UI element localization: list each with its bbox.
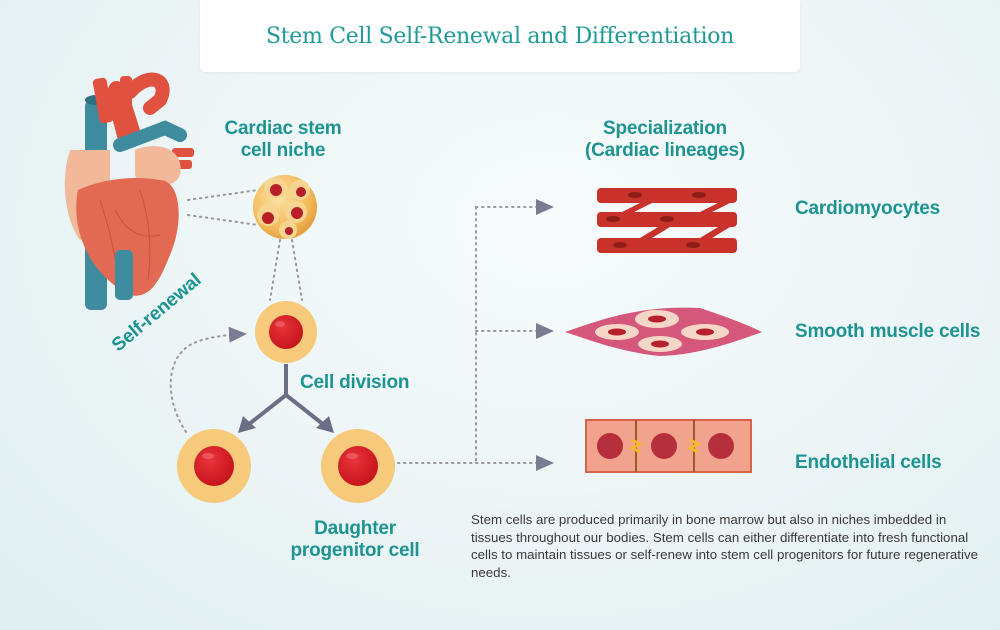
daughter-label-line1: Daughter: [314, 518, 396, 539]
smooth-muscle-cells-icon: [565, 307, 762, 356]
description-text: Stem cells are produced primarily in bon…: [471, 512, 978, 580]
niche-label-line2: cell niche: [240, 140, 326, 161]
daughter-progenitor-label: Daughter progenitor cell: [270, 518, 440, 562]
specialization-line2: (Cardiac lineages): [584, 140, 746, 161]
daughter-cell-left-icon: [177, 429, 251, 503]
cell-division-arrows: [238, 364, 334, 433]
stem-cell-icon: [255, 301, 317, 363]
specialization-label: Specialization (Cardiac lineages): [570, 118, 760, 162]
connector-line: [187, 214, 259, 226]
smooth-muscle-label: Smooth muscle cells: [795, 321, 981, 342]
title-banner: Stem Cell Self-Renewal and Differentiati…: [200, 0, 800, 72]
daughter-cell-right-icon: [321, 429, 395, 503]
stem-cell-niche-icon: [253, 175, 317, 239]
self-renewal-arrow: [169, 326, 247, 433]
specialization-line1: Specialization: [603, 118, 727, 139]
page-title: Stem Cell Self-Renewal and Differentiati…: [265, 23, 735, 49]
connector-line: [187, 189, 259, 201]
connector-line: [291, 239, 303, 301]
cardiomyocytes-label: Cardiomyocytes: [795, 198, 941, 219]
cell-division-label: Cell division: [300, 372, 410, 393]
niche-label: Cardiac stem cell niche: [208, 118, 358, 162]
heart-illustration: [64, 72, 194, 310]
endothelial-label: Endothelial cells: [795, 452, 942, 473]
cardiomyocytes-icon: [597, 188, 737, 253]
differentiation-connector: [397, 199, 554, 471]
connector-line: [269, 239, 281, 301]
niche-label-line1: Cardiac stem: [224, 118, 342, 139]
daughter-label-line2: progenitor cell: [290, 540, 420, 561]
endothelial-cells-icon: [585, 419, 752, 473]
